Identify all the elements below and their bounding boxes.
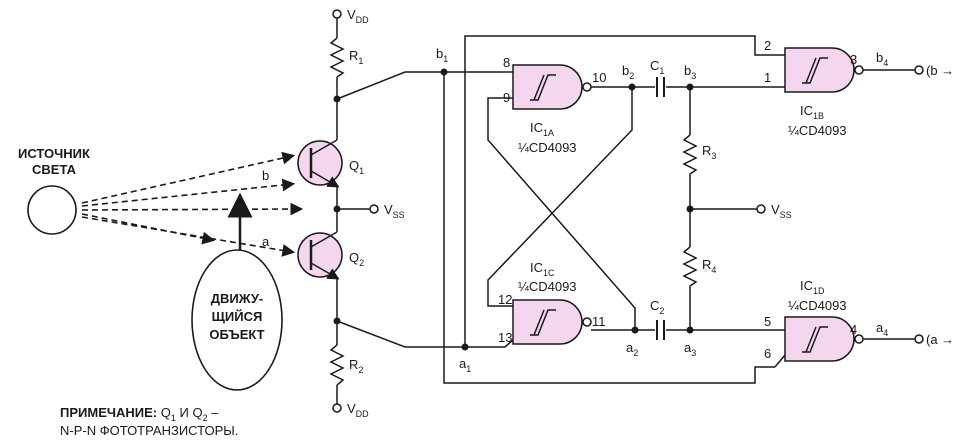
r2-label: R2 [349,357,363,375]
note-line1: ПРИМЕЧАНИЕ: Q1 И Q2 – [60,405,219,423]
pin-13: 13 [498,330,512,345]
pin-5: 5 [764,314,771,329]
gate-ic1b [784,47,864,93]
gate-ic1c [512,299,592,345]
light-rays [81,151,304,257]
q2-label: Q2 [349,250,364,268]
output-a: (a → [926,332,954,347]
moving-object-line1: ДВИЖУ- [211,291,263,306]
capacitor-c2 [656,320,665,340]
resistor-r3 [682,134,698,175]
r3-label: R3 [702,143,716,161]
pin-6: 6 [764,346,771,361]
resistor-r1 [329,37,345,78]
ic1a-part: ¼CD4093 [518,140,577,155]
ic1b-label: IC1B [800,103,824,121]
r4-label: R4 [702,257,716,275]
vdd-bottom: VDD [332,401,369,419]
pin-12: 12 [498,292,512,307]
resistor-r4 [682,246,698,287]
pin-3: 3 [850,52,857,67]
svg-text:VDD: VDD [347,401,369,419]
q1-label: Q1 [349,158,364,176]
moving-object-line2: ЩИЙСЯ [212,309,263,324]
node-a4: a4 [876,320,888,338]
node-b4: b4 [876,50,888,68]
svg-text:VDD: VDD [347,7,369,25]
node-a1: a1 [459,356,471,374]
ray-label-a: a [262,234,270,249]
node-b3: b3 [684,63,696,81]
vdd-top: VDD [332,7,369,25]
ic1c-label: IC1C [530,260,555,278]
light-source-line2: СВЕТА [32,162,77,177]
node-a2: a2 [626,340,638,358]
svg-text:VSS: VSS [384,202,405,220]
capacitor-c1 [656,77,665,97]
moving-object-icon [191,249,283,391]
ray-label-b: b [262,168,269,183]
gate-ic1a [512,64,592,110]
light-source-line1: ИСТОЧНИК [18,146,90,161]
light-source-icon [27,185,77,235]
pin-1: 1 [764,70,771,85]
ic1d-label: IC1D [800,278,825,296]
pin-8: 8 [503,55,510,70]
r1-label: R1 [349,48,363,66]
vss-right: VSS [756,202,792,220]
ic1c-part: ¼CD4093 [518,279,577,294]
pin-10: 10 [592,70,606,85]
pin-11: 11 [592,314,606,329]
svg-text:VSS: VSS [771,202,792,220]
moving-object-line3: ОБЪЕКТ [209,327,264,342]
gate-ic1d [784,316,864,362]
node-b2: b2 [622,63,634,81]
pin-2: 2 [764,38,771,53]
phototransistor-q1 [297,139,343,188]
node-a3: a3 [684,340,696,358]
ic1d-part: ¼CD4093 [788,298,847,313]
phototransistor-q2 [297,231,343,280]
node-b1: b1 [436,46,448,64]
ic1b-part: ¼CD4093 [788,123,847,138]
ic1a-label: IC1A [530,120,554,138]
resistor-r2 [329,344,345,386]
pin-9: 9 [503,90,510,105]
note-line2: N-P-N ФОТОТРАНЗИСТОРЫ. [60,423,238,438]
c2-label: C2 [650,298,664,316]
vss-left: VSS [369,202,405,220]
pin-4: 4 [850,322,857,337]
c1-label: C1 [650,58,664,76]
output-b: (b → [926,63,954,78]
